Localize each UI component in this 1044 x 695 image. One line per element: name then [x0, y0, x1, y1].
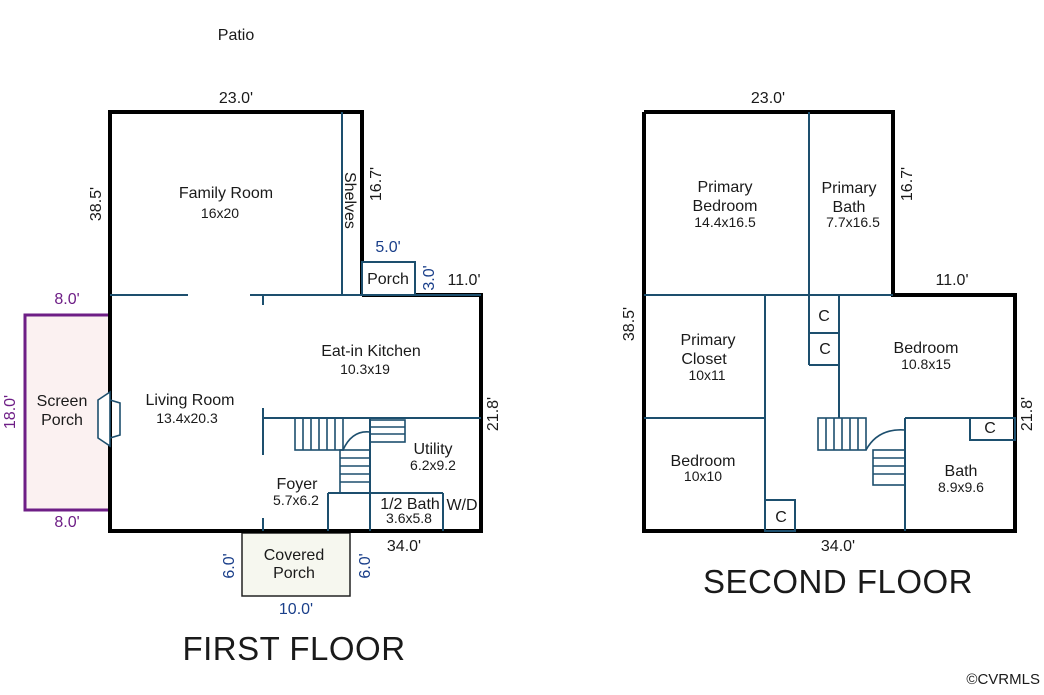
watermark: ©CVRMLS — [966, 671, 1040, 688]
bedroom-right-label: Bedroom — [894, 340, 959, 357]
second-floor-exterior-wall — [642, 110, 1017, 533]
wd-label: W/D — [446, 497, 477, 514]
screen-porch-bottom: 8.0' — [54, 514, 79, 531]
closet-label: C — [818, 308, 830, 325]
ff-right-height: 21.8' — [485, 397, 502, 431]
bedroom-left-label: Bedroom — [671, 453, 736, 470]
utility-label: Utility — [413, 441, 452, 458]
bath-label: Bath — [945, 463, 978, 480]
ff-left-height: 38.5' — [88, 187, 105, 221]
living-room-size: 13.4x20.3 — [156, 410, 218, 426]
sf-right-height: 21.8' — [1019, 397, 1036, 431]
covered-porch-width: 10.0' — [279, 601, 313, 618]
family-room-label: Family Room — [179, 185, 273, 202]
ff-bottom-width: 34.0' — [387, 538, 421, 555]
covered-porch-label-1: Covered — [264, 547, 324, 564]
eat-in-kitchen-label: Eat-in Kitchen — [321, 343, 421, 360]
primary-bath-label-2: Bath — [833, 199, 866, 216]
half-bath-label: 1/2 Bath — [380, 496, 440, 513]
closet-label: C — [984, 420, 996, 437]
covered-porch — [241, 532, 351, 597]
sf-left-height: 38.5' — [621, 307, 638, 341]
ff-shelves-height: 16.7' — [368, 167, 385, 201]
ff-top-width: 23.0' — [219, 90, 253, 107]
family-room-size: 16x20 — [201, 205, 239, 221]
primary-closet-size: 10x11 — [688, 367, 725, 383]
living-room-label: Living Room — [146, 392, 235, 409]
covered-porch-right: 6.0' — [357, 553, 374, 578]
half-bath-size: 3.6x5.8 — [386, 510, 432, 526]
closet-label: C — [775, 509, 787, 526]
primary-bath-size: 7.7x16.5 — [826, 214, 880, 230]
primary-bedroom-label-2: Bedroom — [693, 198, 758, 215]
second-floor: Primary Bedroom 14.4x16.5 Primary Bath 7… — [621, 90, 1036, 600]
screen-porch-label-1: Screen — [37, 393, 88, 410]
sf-upper-right-height: 16.7' — [899, 167, 916, 201]
patio-label: Patio — [218, 27, 255, 44]
shelves-label: Shelves — [341, 172, 358, 229]
first-floor-stairs — [294, 417, 406, 494]
bedroom-left-size: 10x10 — [684, 468, 722, 484]
ff-porch-depth: 3.0' — [421, 265, 438, 290]
primary-closet-label-1: Primary — [680, 332, 735, 349]
ff-porch-width: 5.0' — [375, 239, 400, 256]
eat-in-kitchen-size: 10.3x19 — [340, 361, 390, 377]
closet-label: C — [819, 341, 831, 358]
second-floor-interior-walls — [644, 112, 1016, 532]
primary-bedroom-label-1: Primary — [697, 179, 752, 196]
utility-size: 6.2x9.2 — [410, 457, 456, 473]
screen-porch-top: 8.0' — [54, 291, 79, 308]
screen-porch-label-2: Porch — [41, 412, 83, 429]
covered-porch-label-2: Porch — [273, 565, 315, 582]
primary-bedroom-size: 14.4x16.5 — [694, 214, 756, 230]
foyer-label: Foyer — [277, 476, 319, 493]
primary-closet-label-2: Closet — [681, 351, 727, 368]
bedroom-right-size: 10.8x15 — [901, 356, 951, 372]
bath-size: 8.9x9.6 — [938, 479, 984, 495]
screen-porch-height: 18.0' — [2, 395, 19, 429]
porch-label: Porch — [367, 271, 409, 288]
foyer-size: 5.7x6.2 — [273, 492, 319, 508]
second-floor-stairs — [817, 417, 906, 486]
ff-step-width: 11.0' — [447, 272, 480, 289]
covered-porch-left: 6.0' — [221, 553, 238, 578]
first-floor-title: FIRST FLOOR — [182, 630, 405, 667]
screen-porch — [23, 313, 112, 512]
primary-bath-label-1: Primary — [821, 180, 876, 197]
second-floor-title: SECOND FLOOR — [703, 563, 973, 600]
sf-step-width: 11.0' — [935, 272, 968, 289]
first-floor: Patio — [2, 27, 502, 667]
sf-top-width: 23.0' — [751, 90, 785, 107]
sf-bottom-width: 34.0' — [821, 538, 855, 555]
